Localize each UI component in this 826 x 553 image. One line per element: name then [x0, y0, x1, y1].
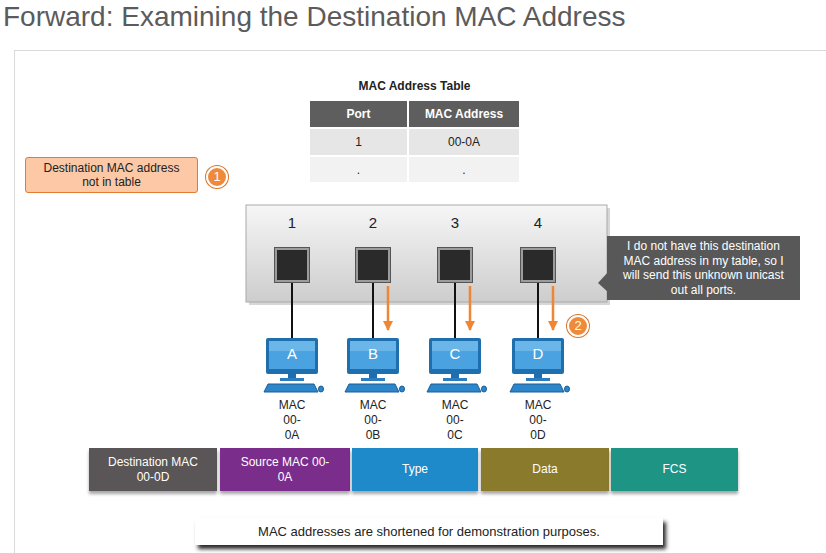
- diagram-title: Forward: Examining the Destination MAC A…: [3, 0, 626, 34]
- field-text: Destination MAC 00-0D: [105, 455, 201, 485]
- monitor-base: [361, 378, 385, 381]
- mac-label: MAC 00-0A: [279, 398, 306, 443]
- cable-link: [292, 282, 293, 338]
- port-socket: [275, 248, 309, 282]
- speech-bubble: I do not have this destination MAC addre…: [607, 236, 800, 300]
- forward-arrow: [469, 286, 472, 330]
- cable-link: [373, 282, 388, 338]
- table-header-cell-box: MAC Address: [409, 101, 519, 127]
- field-text: Type: [402, 462, 428, 477]
- note-text: MAC addresses are shortened for demonstr…: [203, 523, 655, 540]
- frame-field: Data: [481, 448, 609, 491]
- host-letter: A: [260, 338, 324, 370]
- callout-number-box: 1: [206, 166, 228, 188]
- port-socket: [521, 248, 555, 282]
- mouse: [400, 386, 405, 392]
- port-socket: [438, 248, 472, 282]
- table-cell-box: .: [409, 157, 519, 182]
- cable-line: [372, 282, 374, 338]
- monitor-base: [280, 378, 304, 381]
- monitor-base: [443, 378, 467, 381]
- computer: A MAC 00-0A: [260, 338, 324, 443]
- content-panel: [15, 51, 826, 553]
- mouse: [565, 386, 570, 392]
- computer: D MAC 00-0D: [506, 338, 570, 443]
- mouse: [482, 386, 487, 392]
- cable-line: [291, 282, 293, 338]
- host-letter: B: [341, 338, 405, 370]
- table-cell-box: 00-0A: [409, 129, 519, 155]
- forward-arrow: [552, 286, 555, 330]
- table-cell-box: .: [310, 157, 407, 182]
- field-text: FCS: [663, 462, 687, 477]
- table-header-cell: MAC Address: [425, 107, 503, 121]
- table-cell: 1: [355, 135, 362, 149]
- port-number: 4: [518, 214, 558, 232]
- callout-text: Destination MAC address not in table: [38, 161, 185, 189]
- callout-number-box: 2: [567, 315, 589, 337]
- table-cell-box: 1: [310, 129, 407, 155]
- callout-box: Destination MAC address not in table: [25, 157, 198, 193]
- monitor-neck: [288, 374, 296, 378]
- cable-link: [538, 282, 553, 338]
- keyboard: [264, 384, 318, 392]
- port-socket: [356, 248, 390, 282]
- monitor-base: [526, 378, 550, 381]
- frame-field: FCS: [611, 448, 738, 491]
- monitor-neck: [451, 374, 459, 378]
- keyboard: [345, 384, 399, 392]
- field-text: Source MAC 00-0A: [236, 455, 334, 485]
- mac-label: MAC 00-0B: [360, 398, 387, 443]
- note-box: MAC addresses are shortened for demonstr…: [195, 518, 663, 545]
- table-cell: 00-0A: [448, 135, 480, 149]
- monitor-neck: [369, 374, 377, 378]
- frame-field: Type: [352, 448, 478, 491]
- field-text: Data: [532, 462, 557, 477]
- bubble-text: I do not have this destination MAC addre…: [618, 239, 789, 297]
- computer: C MAC 00-0C: [423, 338, 487, 443]
- cable-link: [455, 282, 470, 338]
- keyboard: [510, 384, 564, 392]
- keyboard: [427, 384, 481, 392]
- mac-label: MAC 00-0C: [442, 398, 469, 443]
- callout-number: 2: [574, 319, 581, 333]
- cable-line: [454, 282, 456, 338]
- table-header-cell-box: Port: [310, 101, 407, 127]
- port-number: 3: [435, 214, 475, 232]
- monitor-neck: [534, 374, 542, 378]
- callout-number: 1: [213, 170, 220, 184]
- forward-arrow: [387, 286, 390, 330]
- host-letter: C: [423, 338, 487, 370]
- mac-label: MAC 00-0D: [525, 398, 552, 443]
- frame-field: Source MAC 00-0A: [220, 448, 350, 491]
- switch-port: 4: [518, 214, 558, 282]
- computer: B MAC 00-0B: [341, 338, 405, 443]
- frame-field: Destination MAC 00-0D: [89, 448, 217, 491]
- table-heading: MAC Address Table: [358, 78, 470, 94]
- table-heading-box: MAC Address Table: [310, 78, 519, 94]
- port-number: 2: [353, 214, 393, 232]
- table-header-cell: Port: [347, 107, 371, 121]
- switch-port: 2: [353, 214, 393, 282]
- host-letter: D: [506, 338, 570, 370]
- table-cell: .: [357, 163, 360, 177]
- switch-port: 1: [272, 214, 312, 282]
- mouse: [319, 386, 324, 392]
- cable-line: [537, 282, 539, 338]
- switch-port: 3: [435, 214, 475, 282]
- table-cell: .: [462, 163, 465, 177]
- port-number: 1: [272, 214, 312, 232]
